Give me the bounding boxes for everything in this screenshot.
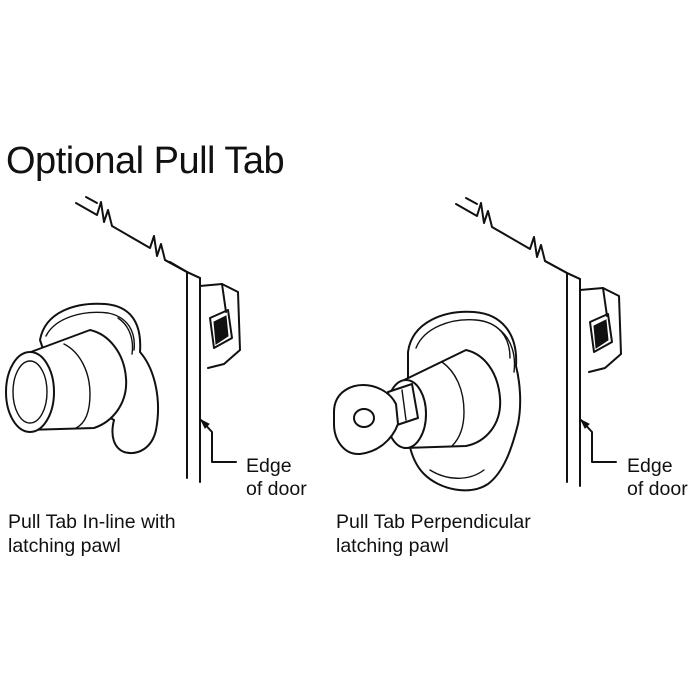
right-cam-lock-body <box>385 310 522 492</box>
left-latch-housing-back <box>199 283 241 369</box>
right-key-tab <box>333 383 419 456</box>
right-latch-housing-back <box>579 287 622 373</box>
left-caption-line2: latching pawl <box>8 535 121 557</box>
page-title: Optional Pull Tab <box>6 140 285 182</box>
left-edge-label-line2: of door <box>246 478 307 500</box>
right-caption-line1: Pull Tab Perpendicular <box>336 511 531 533</box>
right-edge-label-line1: Edge <box>627 455 673 477</box>
right-edge-label-line2: of door <box>627 478 688 500</box>
right-caption-line2: latching pawl <box>336 535 449 557</box>
left-cam-lock-body <box>5 302 159 454</box>
left-door-panel <box>75 196 201 483</box>
left-edge-label-line1: Edge <box>246 455 292 477</box>
right-door-panel <box>455 197 581 487</box>
left-caption-line1: Pull Tab In-line with <box>8 511 176 533</box>
